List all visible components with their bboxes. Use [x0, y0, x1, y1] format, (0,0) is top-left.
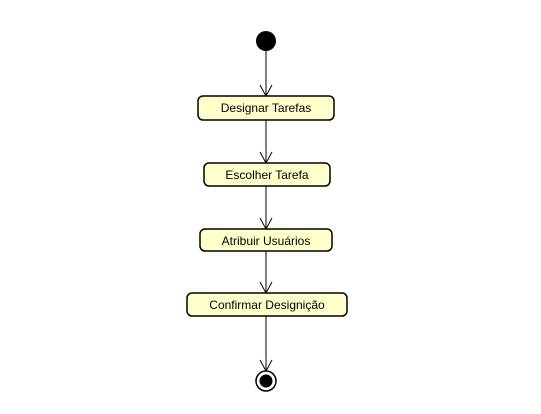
flow-arrow — [259, 120, 273, 165]
activity-node-escolher-tarefa: Escolher Tarefa — [203, 162, 331, 187]
activity-label: Confirmar Designição — [209, 298, 325, 312]
activity-node-confirmar-designicao: Confirmar Designição — [186, 292, 348, 317]
activity-label: Escolher Tarefa — [225, 168, 308, 182]
flow-arrow — [259, 316, 273, 373]
activity-node-atribuir-usuarios: Atribuir Usuários — [199, 228, 333, 252]
initial-node — [256, 31, 276, 51]
final-node — [255, 370, 277, 392]
flow-arrow — [259, 51, 273, 98]
activity-box — [203, 162, 331, 187]
activity-box — [186, 292, 348, 317]
flow-arrow — [259, 186, 273, 231]
activity-label: Designar Tarefas — [221, 101, 312, 115]
activity-node-designar-tarefas: Designar Tarefas — [197, 95, 335, 121]
activity-label: Atribuir Usuários — [222, 234, 311, 248]
flow-arrow — [259, 251, 273, 295]
